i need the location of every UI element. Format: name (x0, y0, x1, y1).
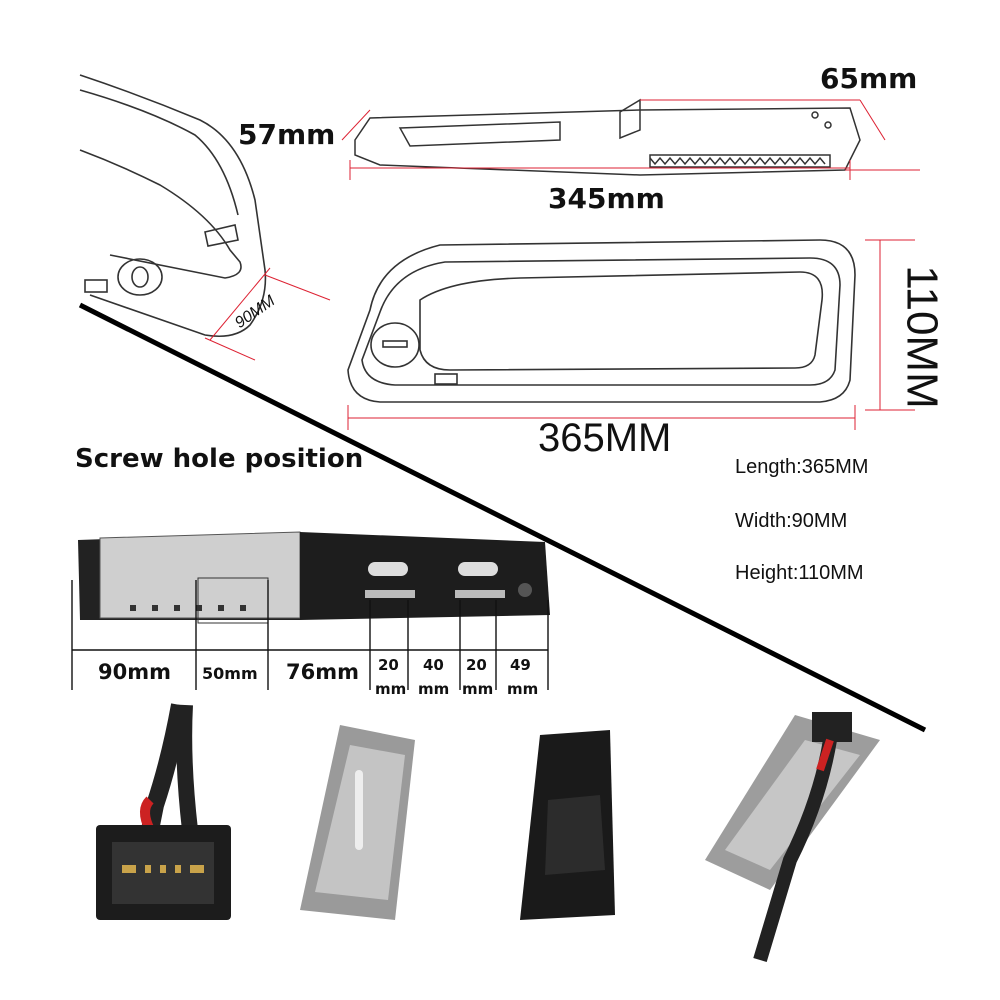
segment-6-value: 20 (466, 656, 487, 674)
connector-cable-photo (96, 703, 231, 920)
segment-7-unit: mm (507, 680, 539, 698)
rail-drawing (354, 98, 861, 176)
length-label: 365MM (538, 416, 672, 460)
spec-width: Width:90MM (735, 510, 848, 532)
rail-length-label: 345mm (548, 182, 665, 215)
width-top-label: 65mm (820, 62, 918, 95)
rail-with-cable-photo (705, 712, 880, 963)
segment-3-value: 76mm (286, 660, 359, 684)
segment-5-value: 40 (423, 656, 444, 674)
screw-section-title: Screw hole position (75, 444, 364, 474)
segment-4-value: 20 (378, 656, 399, 674)
segment-4-unit: mm (375, 680, 407, 698)
mounting-rail-photo (300, 725, 415, 920)
segment-5-unit: mm (418, 680, 450, 698)
rail-width-label: 57mm (238, 118, 336, 151)
diagonal-divider (78, 302, 927, 733)
spec-height: Height:110MM (735, 562, 864, 584)
battery-bottom-photo (520, 730, 615, 920)
height-label: 110MM (897, 265, 947, 409)
screw-hole-photo (78, 531, 550, 624)
battery-end-view (79, 74, 267, 338)
segment-7-value: 49 (510, 656, 531, 674)
segment-1-value: 90mm (98, 660, 171, 684)
segment-6-unit: mm (462, 680, 494, 698)
battery-side-view (347, 239, 856, 403)
segment-2-value: 50mm (202, 664, 258, 683)
spec-length: Length:365MM (735, 456, 869, 478)
